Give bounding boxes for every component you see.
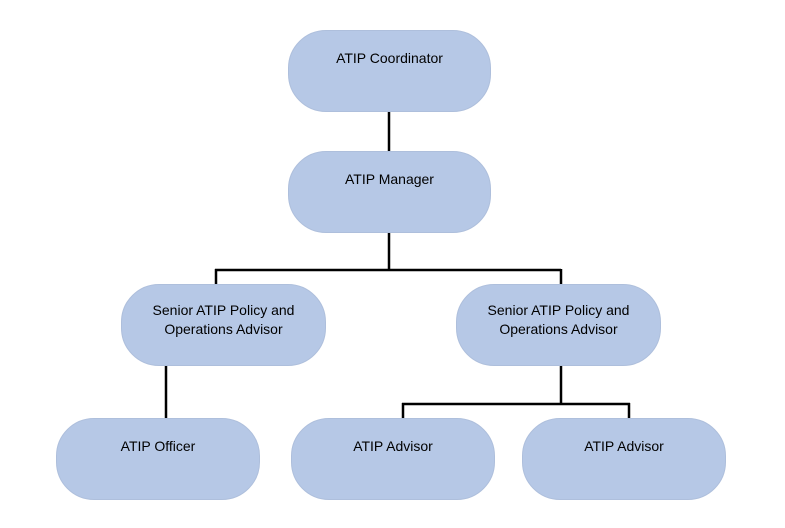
node-label-line: Senior ATIP Policy and xyxy=(152,302,295,318)
node-atip-advisor-right: ATIP Advisor xyxy=(522,418,726,500)
node-atip-officer: ATIP Officer xyxy=(56,418,260,500)
node-atip-manager: ATIP Manager xyxy=(288,151,491,233)
node-label-line: Senior ATIP Policy and xyxy=(487,302,630,318)
node-label: ATIP Advisor xyxy=(584,438,664,454)
node-label-line: Operations Advisor xyxy=(164,321,283,337)
node-label: ATIP Advisor xyxy=(353,438,433,454)
node-label: ATIP Coordinator xyxy=(336,50,443,66)
node-senior-advisor-left: Senior ATIP Policy and Operations Adviso… xyxy=(121,284,326,366)
node-label: ATIP Officer xyxy=(120,438,196,454)
node-label: Senior ATIP Policy and Operations Adviso… xyxy=(482,301,636,365)
node-atip-coordinator: ATIP Coordinator xyxy=(288,30,491,112)
node-label-line: Operations Advisor xyxy=(499,321,618,337)
node-label: ATIP Manager xyxy=(345,171,434,187)
node-atip-advisor-left: ATIP Advisor xyxy=(291,418,495,500)
node-senior-advisor-right: Senior ATIP Policy and Operations Adviso… xyxy=(456,284,661,366)
node-label: Senior ATIP Policy and Operations Adviso… xyxy=(147,301,301,365)
